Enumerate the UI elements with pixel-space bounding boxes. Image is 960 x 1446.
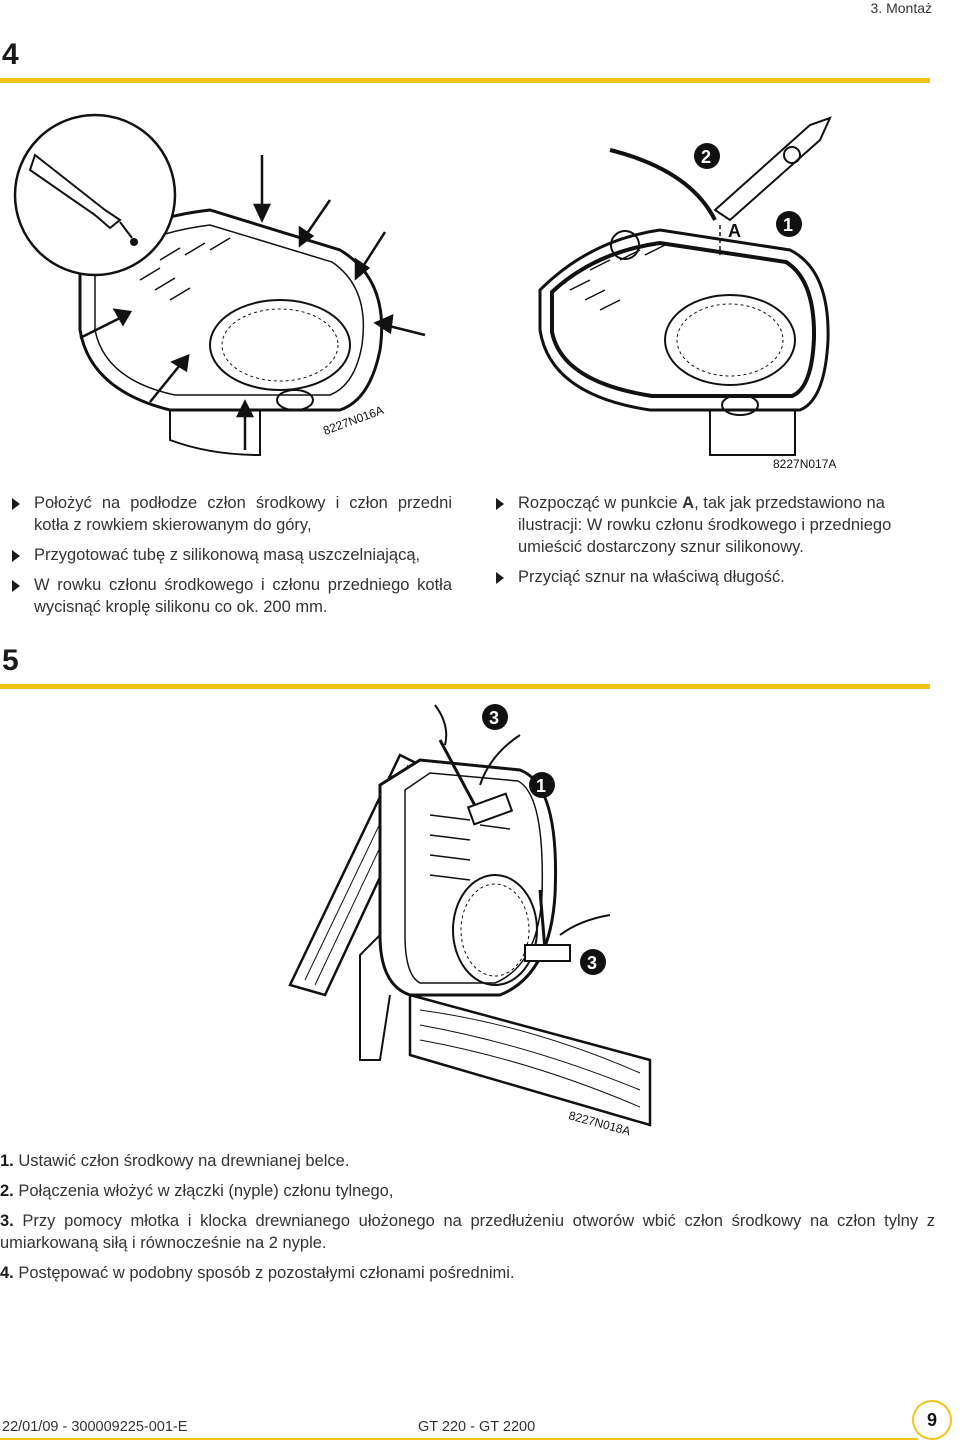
step-5-instructions: 1. Ustawić człon środkowy na drewnianej …: [0, 1150, 935, 1292]
step-4-right-bullets: Rozpocząć w punkcie A, tak jak przedstaw…: [496, 492, 932, 596]
svg-text:3: 3: [587, 953, 597, 973]
list-item: 2. Połączenia włożyć w złączki (nyple) c…: [0, 1182, 394, 1200]
step-4-number: 4: [2, 38, 19, 71]
bullet-item: Przyciąć sznur na właściwą długość.: [496, 566, 932, 588]
bullet-arrow-icon: [12, 550, 20, 562]
figure-assembly-hammer: 3 1 3 8227N018A: [288, 704, 652, 1138]
footer-model: GT 220 - GT 2200: [418, 1419, 536, 1435]
point-a-label: A: [728, 221, 741, 241]
step-4-left-bullets: Położyć na podłodze człon środkowy i czł…: [12, 492, 452, 626]
hand-icon: [434, 704, 611, 936]
svg-text:3: 3: [489, 708, 499, 728]
svg-text:1: 1: [783, 215, 793, 235]
callout-3-top: [482, 704, 508, 730]
bullet-arrow-icon: [12, 498, 20, 510]
hammer-icon: [524, 944, 571, 962]
fins: [569, 244, 666, 311]
callout-3-bottom: [580, 949, 606, 975]
list-item: 3. Przy pomocy młotka i klocka drewniane…: [0, 1212, 935, 1252]
callout-1: [529, 772, 555, 798]
silicone-tube-icon: [28, 153, 122, 230]
wooden-beam: [408, 993, 652, 1127]
svg-text:1: 1: [536, 776, 546, 796]
step-4-rule: [0, 78, 930, 83]
step-5-number: 5: [2, 644, 19, 677]
step-5-rule: [0, 684, 930, 689]
page-number: 9: [926, 1409, 937, 1430]
figure-silicone-cord: A 2 1 8227N017A: [538, 116, 836, 471]
bullet-item: Położyć na podłodze człon środkowy i czł…: [12, 492, 452, 536]
bullet-arrow-icon: [496, 498, 504, 510]
boiler-section-body: [538, 228, 830, 412]
knife-icon: [713, 116, 832, 222]
figure-step5-code: 8227N018A: [567, 1108, 632, 1138]
figure-right-code: 8227N017A: [773, 457, 836, 471]
hammer-icon: [466, 792, 514, 826]
silicone-cord: [550, 240, 817, 398]
bullet-item: Przygotować tubę z silikonową masą uszcz…: [12, 544, 452, 566]
arrow-icons: [79, 155, 426, 450]
bullet-item: W rowku członu środkowego i członu przed…: [12, 574, 452, 618]
page-number-badge: 9: [912, 1400, 952, 1440]
chapter-header: 3. Montaż: [870, 0, 932, 16]
figure-left-code: 8227N016A: [321, 403, 385, 438]
detail-magnifier: [13, 113, 177, 277]
bullet-arrow-icon: [496, 572, 504, 584]
footer-rule: [0, 1438, 918, 1440]
svg-text:2: 2: [701, 147, 711, 167]
bullet-item: Rozpocząć w punkcie A, tak jak przedstaw…: [496, 492, 932, 558]
list-item: 1. Ustawić człon środkowy na drewnianej …: [0, 1152, 350, 1170]
footer-doc-ref: 22/01/09 - 300009225-001-E: [2, 1419, 188, 1435]
bullet-arrow-icon: [12, 580, 20, 592]
callout-1: [776, 211, 802, 237]
figure-silicone-application: 8227N016A: [13, 113, 426, 457]
combustion-opening: [209, 299, 351, 391]
list-item: 4. Postępować w podobny sposób z pozosta…: [0, 1264, 515, 1282]
callout-2: [694, 143, 720, 169]
fins: [139, 237, 231, 301]
